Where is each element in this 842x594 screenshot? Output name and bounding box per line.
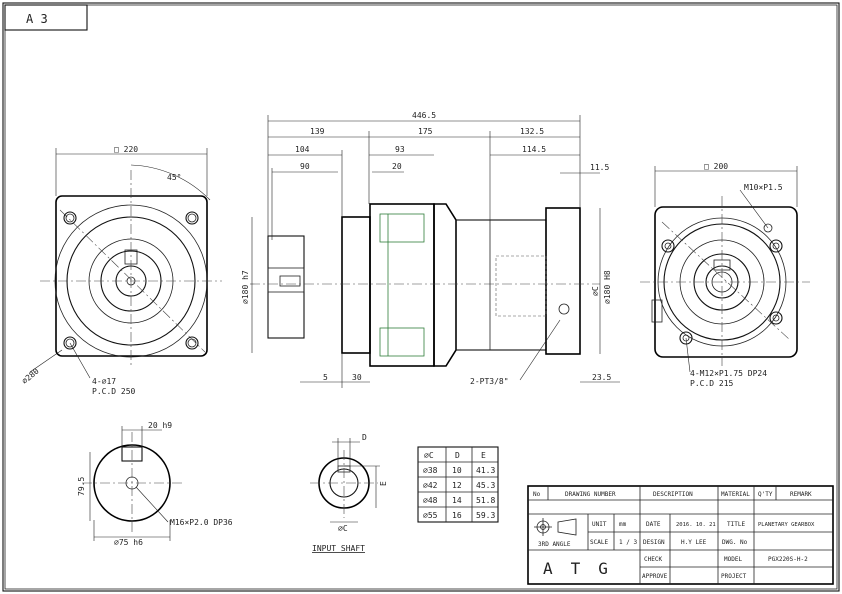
side-dim-114: 114.5: [522, 145, 546, 154]
tb-logo: ATG: [543, 559, 626, 578]
input-label-e: E: [379, 481, 388, 486]
output-dia-dim: ⌀75 h6: [114, 538, 143, 547]
side-dim-93: 93: [395, 145, 405, 154]
input-label-c: ⌀C: [338, 524, 348, 533]
tb-project-label: PROJECT: [721, 573, 747, 580]
side-housing-taper: [433, 203, 457, 367]
table-cell: 41.3: [476, 466, 495, 475]
side-overall-dim: 446.5: [412, 111, 436, 120]
tb-header-no: No: [533, 491, 541, 498]
side-dim-23: 23.5: [592, 373, 611, 382]
table-header-e: E: [481, 451, 486, 460]
side-dim-175: 175: [418, 127, 433, 136]
tb-dwg-label: DWG. No: [722, 539, 748, 546]
table-cell: ⌀38: [423, 466, 438, 475]
rear-pcd-label: P.C.D 215: [690, 379, 734, 388]
table-cell: 12: [452, 481, 462, 490]
rear-square-dim: □ 200: [704, 162, 728, 171]
side-pt-label: 2-PT3/8": [470, 377, 509, 386]
third-angle-symbol: [534, 518, 577, 536]
front-square-dim: □ 220: [114, 145, 138, 154]
side-bore-c: ⌀C: [591, 286, 600, 296]
rear-view: □ 200 M10×P1.5 4-M12×P1.75 DP24 P.C.D 21…: [640, 162, 810, 388]
side-front-flange: [341, 216, 371, 354]
side-neck: [455, 219, 547, 351]
tb-header-qty: Q'TY: [758, 491, 773, 498]
tb-check-label: CHECK: [644, 556, 662, 563]
table-cell: ⌀42: [423, 481, 438, 490]
tb-design-label: DESIGN: [643, 539, 665, 546]
tb-title-label: TITLE: [727, 521, 745, 528]
rear-holes-label: 4-M12×P1.75 DP24: [690, 369, 767, 378]
input-shaft-title: INPUT SHAFT: [312, 544, 365, 553]
table-cell: 14: [452, 496, 462, 505]
front-holes-label: 4-⌀17: [92, 377, 116, 386]
dimension-table: ⌀C D E ⌀38 10 41.3 ⌀42 12 45.3 ⌀48 14 51…: [417, 446, 499, 523]
table-cell: 45.3: [476, 481, 495, 490]
table-cell: 59.3: [476, 511, 495, 520]
side-bore-right: ⌀180 H8: [603, 270, 612, 304]
side-dim-104: 104: [295, 145, 310, 154]
front-pcd-label: P.C.D 250: [92, 387, 136, 396]
output-height-dim: 79.5: [77, 477, 86, 496]
side-dim-90: 90: [300, 162, 310, 171]
table-cell: 16: [452, 511, 462, 520]
side-view: 446.5 139 175 132.5 104 93 114.5 90 20 1…: [241, 111, 620, 388]
side-dim-11: 11.5: [590, 163, 609, 172]
front-diagonal-dim: ⌀280: [20, 366, 41, 385]
tb-header-remark: REMARK: [790, 491, 812, 498]
front-angle-dim: 45°: [167, 173, 181, 182]
tb-model-value: PGX220S-H-2: [768, 556, 808, 563]
table-cell: ⌀55: [423, 511, 438, 520]
tb-model-label: MODEL: [724, 556, 742, 563]
side-output-shaft: [267, 235, 305, 339]
input-shaft-detail: D E ⌀C INPUT SHAFT: [310, 433, 388, 553]
output-tap-label: M16×P2.0 DP36: [170, 518, 233, 527]
table-cell: 10: [452, 466, 462, 475]
front-flange-square: [55, 195, 208, 357]
front-view: □ 220 45° ⌀280 4-⌀17 P.C.D 250: [20, 145, 222, 396]
tb-unit-value: mm: [619, 521, 627, 528]
side-dim-30: 30: [352, 373, 362, 382]
table-header-c: ⌀C: [424, 451, 434, 460]
tb-scale-label: SCALE: [590, 539, 608, 546]
output-key-dim: 20 h9: [148, 421, 172, 430]
tb-date-value: 2016. 10. 21: [676, 522, 716, 528]
tb-scale-value: 1 / 3: [619, 539, 637, 546]
rear-tap-label: M10×P1.5: [744, 183, 783, 192]
sheet-size-label: A 3: [26, 12, 48, 26]
front-mount-holes: [63, 211, 199, 350]
tb-date-label: DATE: [646, 521, 661, 528]
side-dim-20: 20: [392, 162, 402, 171]
input-label-d: D: [362, 433, 367, 442]
table-cell: 51.8: [476, 496, 495, 505]
tb-header-drawing: DRAWING NUMBER: [565, 491, 616, 498]
tb-header-description: DESCRIPTION: [653, 491, 693, 498]
side-dim-5: 5: [323, 373, 328, 382]
tb-design-value: H.Y LEE: [681, 539, 707, 546]
rear-mount-holes: [661, 223, 783, 345]
table-cell: ⌀48: [423, 496, 438, 505]
tb-header-material: MATERIAL: [721, 491, 750, 498]
inner-frame: [4, 4, 838, 590]
side-bore-left: ⌀180 h7: [241, 270, 250, 304]
table-header-d: D: [455, 451, 460, 460]
tb-approve-label: APPROVE: [642, 573, 668, 580]
tb-unit-label: UNIT: [592, 521, 607, 528]
title-block: No DRAWING NUMBER DESCRIPTION MATERIAL Q…: [527, 485, 834, 585]
side-rear-flange: [545, 207, 581, 355]
tb-title-value: PLANETARY GEARBOX: [758, 522, 815, 528]
sheet-size-box: [4, 4, 88, 31]
side-dim-132: 132.5: [520, 127, 544, 136]
tb-angle-label: 3RD ANGLE: [538, 541, 571, 548]
side-dim-139: 139: [310, 127, 325, 136]
output-shaft-detail: 20 h9 79.5 M16×P2.0 DP36 ⌀75 h6: [77, 421, 233, 547]
